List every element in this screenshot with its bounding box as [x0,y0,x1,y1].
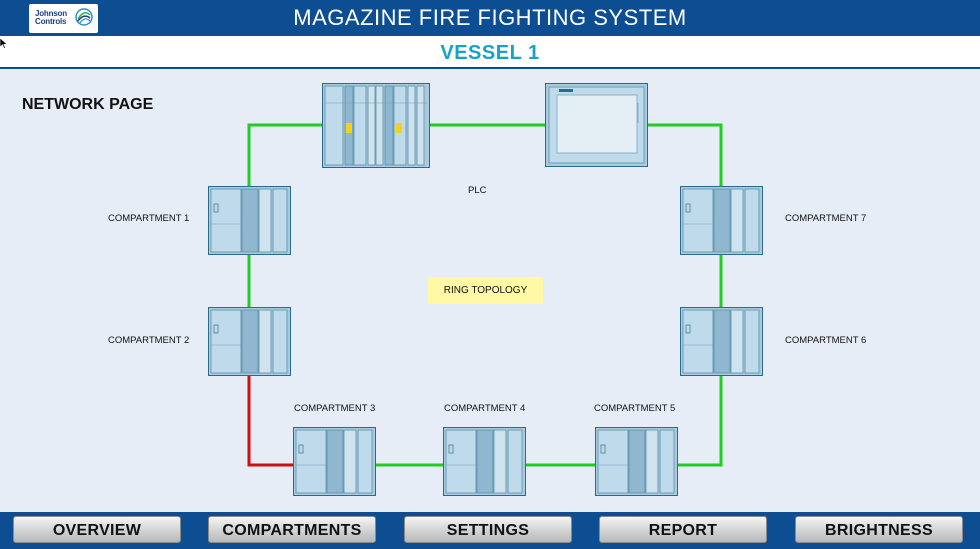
vessel-bar: VESSEL 1 [0,36,980,69]
link-plc-compartment1 [247,123,322,186]
logo-line1: Johnson [35,9,67,18]
app-title: MAGAZINE FIRE FIGHTING SYSTEM [293,5,687,30]
compartment-6-device[interactable] [680,307,763,376]
compartment-5-label: COMPARTMENT 5 [594,403,676,414]
plc-rack[interactable] [322,83,430,168]
logo-swirl-icon [75,8,93,26]
page-heading: NETWORK PAGE [22,96,154,113]
compartment-1-label: COMPARTMENT 1 [108,213,190,224]
compartment-4-label: COMPARTMENT 4 [444,403,526,414]
compartment-4-device[interactable] [443,427,526,496]
compartment-2-device[interactable] [208,307,291,376]
network-panel: NETWORK PAGE PLC RING TOPOLO [0,69,980,512]
compartments-button[interactable]: COMPARTMENTS [208,516,376,543]
compartment-7-device[interactable] [680,186,763,255]
vessel-title: VESSEL 1 [440,42,540,64]
compartment-2-label: COMPARTMENT 2 [108,335,190,346]
mouse-cursor-icon [0,38,8,49]
compartment-6-label: COMPARTMENT 6 [785,335,867,346]
overview-button[interactable]: OVERVIEW [13,516,181,543]
compartment-3-device[interactable] [293,427,376,496]
plc-label: PLC [468,185,487,196]
ring-topology-label: RING TOPOLOGY [428,277,543,304]
nav-bar: OVERVIEW COMPARTMENTS SETTINGS REPORT BR… [0,512,980,549]
logo-line2: Controls [35,17,67,26]
ring-network-diagram [247,123,723,467]
link-compartment5-compartment6 [678,376,723,467]
link-compartment2-compartment3 [247,376,294,467]
compartment-3-label: COMPARTMENT 3 [294,403,376,414]
link-hmi-compartment7 [648,123,723,186]
johnson-controls-logo: Johnson Controls [29,4,98,33]
compartment-7-label: COMPARTMENT 7 [785,213,867,224]
title-bar: Johnson Controls MAGAZINE FIRE FIGHTING … [0,0,980,36]
hmi-panel[interactable] [545,83,648,167]
compartment-5-device[interactable] [595,427,678,496]
settings-button[interactable]: SETTINGS [404,516,572,543]
brightness-button[interactable]: BRIGHTNESS [795,516,963,543]
compartment-1-device[interactable] [208,186,291,255]
report-button[interactable]: REPORT [599,516,767,543]
